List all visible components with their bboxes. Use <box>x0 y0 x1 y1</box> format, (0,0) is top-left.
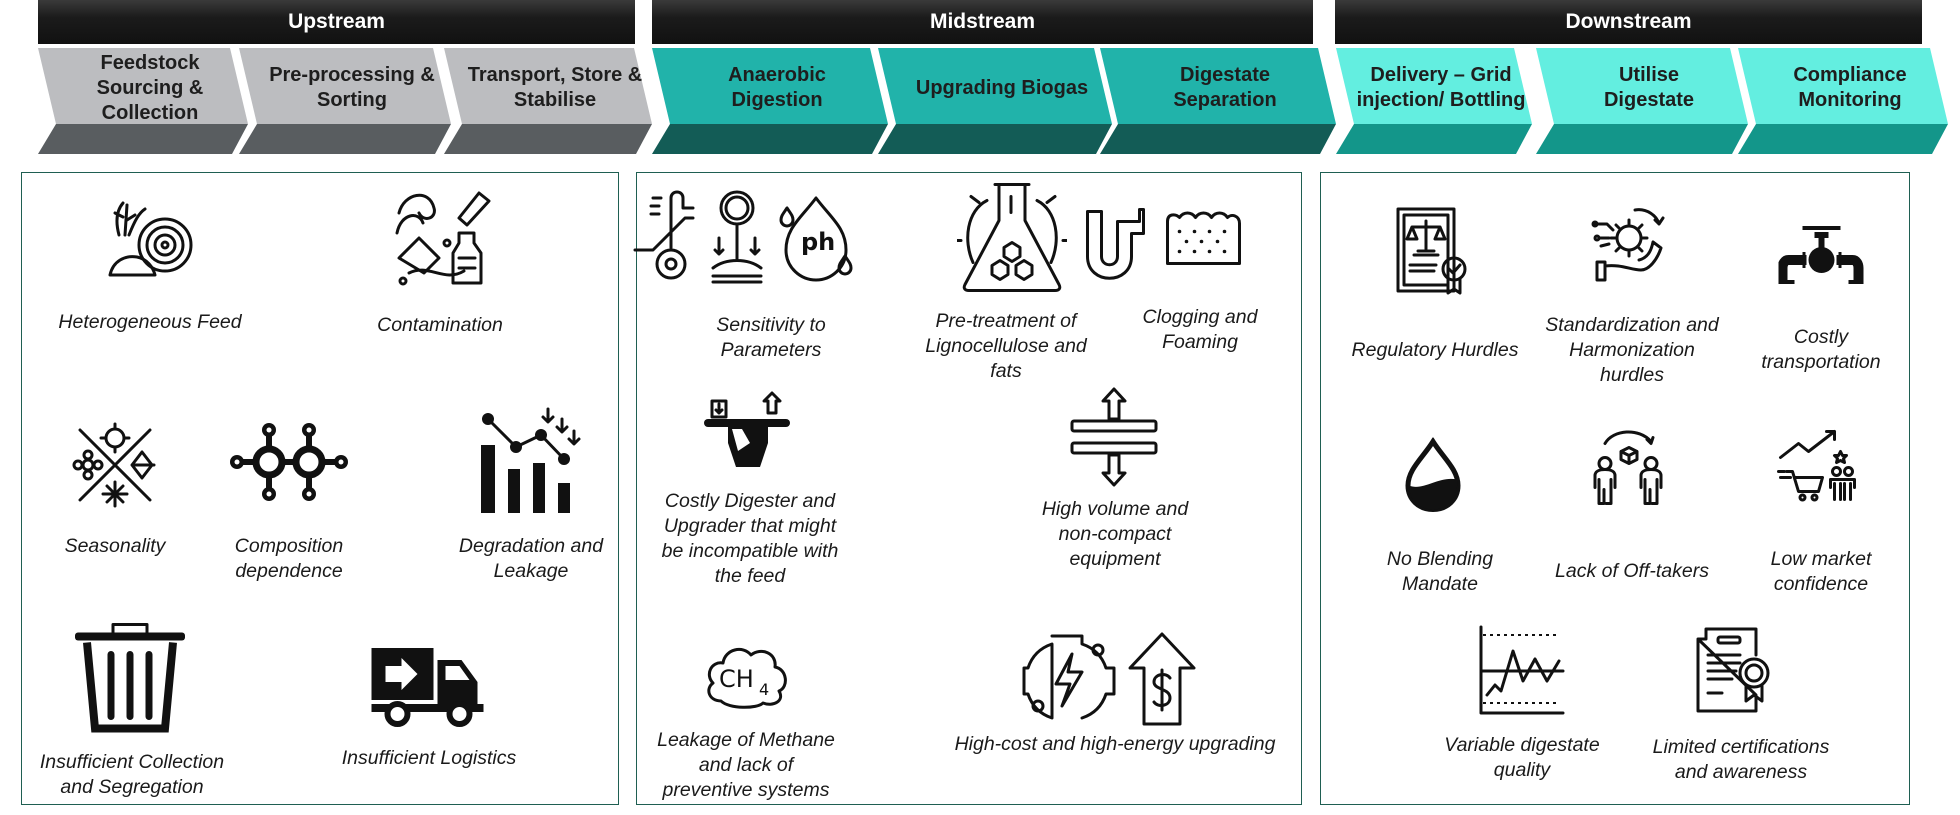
chevron-step-transport-store: Transport, Store &Stabilise <box>444 46 674 158</box>
challenge-label: Contamination <box>377 314 503 336</box>
temperature-pressure-ph-icon: ph <box>633 190 853 284</box>
market-cart-icon <box>1777 430 1856 502</box>
chevron-bottom-face <box>652 124 888 154</box>
chevron-label: Pre-processing &Sorting <box>269 64 435 111</box>
chevron-bottom-face <box>444 124 652 154</box>
chevron-step-pre-processing: Pre-processing &Sorting <box>239 46 473 158</box>
variable-chart-icon <box>1479 625 1565 715</box>
stage-header-midstream: Midstream <box>652 0 1313 44</box>
trash-bin-icon <box>75 623 185 733</box>
svg-text:4: 4 <box>759 680 769 699</box>
chevron-top-face <box>1100 48 1336 124</box>
crop-hay-bale-icon <box>108 201 193 277</box>
chevron-top-face <box>1738 48 1948 124</box>
flask-icon <box>957 183 1067 292</box>
four-seasons-icon <box>72 422 156 508</box>
challenge-label: Regulatory Hurdles <box>1351 339 1519 361</box>
chevron-top-face <box>239 48 451 124</box>
chevron-top-face <box>1536 48 1748 124</box>
chevron-top-face <box>1336 48 1532 124</box>
pipeline-valve-icon <box>1778 226 1864 284</box>
chevron-label: Upgrading Biogas <box>915 76 1089 99</box>
chevron-bottom-face <box>878 124 1112 154</box>
drop-icon <box>1405 437 1461 513</box>
chevron-bottom-face <box>38 124 248 154</box>
chevron-top-face <box>878 48 1112 124</box>
upstream-challenges-panel <box>21 172 619 805</box>
polluted-water-bottle-icon <box>395 191 491 286</box>
chevron-top-face <box>444 48 652 124</box>
midstream-challenges-panel <box>636 172 1302 805</box>
challenge-label: Seasonality <box>64 535 166 557</box>
chevron-step-upgrading-biogas: Upgrading Biogas <box>878 46 1134 158</box>
chevron-bottom-face <box>1100 124 1336 154</box>
challenge-label: Lack of Off-takers <box>1555 560 1709 582</box>
stage-header-upstream: Upstream <box>38 0 635 44</box>
chevron-bottom-face <box>1336 124 1532 154</box>
gear-hand-icon <box>1591 208 1665 282</box>
stage-header-downstream: Downstream <box>1335 0 1922 44</box>
svg-text:CH: CH <box>719 665 754 693</box>
exchange-people-icon <box>1593 430 1663 505</box>
energy-cost-icon <box>1022 632 1196 726</box>
challenge-label: High-cost and high-energy upgrading <box>954 733 1276 755</box>
chevron-bottom-face <box>239 124 451 154</box>
pipe-foam-icon <box>1086 208 1241 280</box>
declining-chart-icon <box>481 407 581 513</box>
delivery-truck-icon <box>371 648 484 727</box>
chevron-bottom-face <box>1536 124 1748 154</box>
chevron-top-face <box>38 48 248 124</box>
chevron-label: Transport, Store &Stabilise <box>467 64 643 111</box>
challenge-label: Heterogeneous Feed <box>58 311 242 333</box>
chevron-bottom-face <box>1738 124 1948 154</box>
chevron-top-face <box>652 48 888 124</box>
molecule-icon <box>230 423 348 501</box>
downstream-challenges-panel <box>1320 172 1910 805</box>
digester-cost-icon <box>704 391 790 467</box>
certificate-icon <box>1696 627 1770 713</box>
ch4-cloud-icon: CH 4 <box>707 647 787 709</box>
svg-text:ph: ph <box>801 228 835 256</box>
challenge-label: Insufficient Logistics <box>341 747 517 769</box>
expand-icon <box>1070 387 1158 487</box>
regulation-certificate-icon <box>1396 207 1467 295</box>
